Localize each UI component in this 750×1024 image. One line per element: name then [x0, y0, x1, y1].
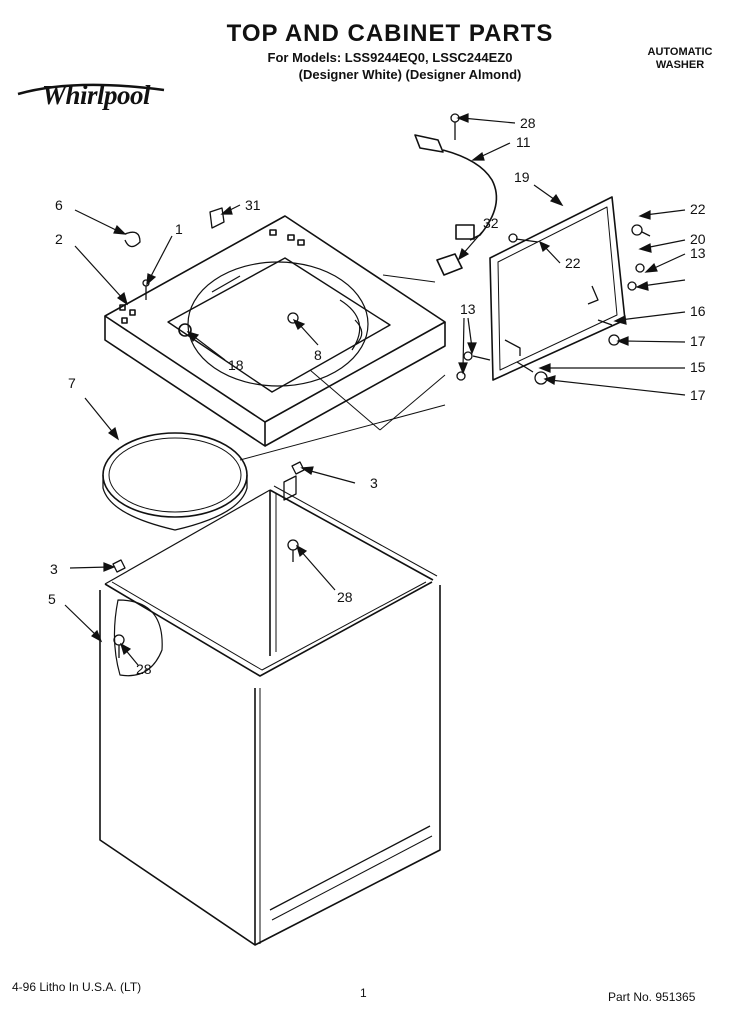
- callout-5: 5: [48, 591, 56, 607]
- callout-28-mid: 28: [337, 589, 353, 605]
- callout-1: 1: [175, 221, 183, 237]
- callout-28-cab: 28: [136, 661, 152, 677]
- lid-switch-harness: [414, 134, 498, 241]
- product-type-line1: AUTOMATIC: [647, 46, 713, 58]
- callout-31: 31: [245, 197, 261, 213]
- page-title: TOP AND CABINET PARTS: [226, 20, 554, 47]
- washer-top-panel: [104, 215, 446, 447]
- tub-ring: [102, 432, 248, 531]
- callout-8: 8: [314, 347, 322, 363]
- callout-22-right: 22: [690, 201, 706, 217]
- callout-3-right: 3: [370, 475, 378, 491]
- callout-2: 2: [55, 231, 63, 247]
- page-number: 1: [360, 986, 367, 1000]
- product-type-line2: WASHER: [655, 59, 705, 71]
- callout-22-inner: 22: [565, 255, 581, 271]
- litho-footer: 4-96 Litho In U.S.A. (LT): [12, 980, 142, 994]
- cabinet-frame: [104, 485, 438, 677]
- lid-frame: [489, 196, 626, 381]
- callout-19: 19: [514, 169, 530, 185]
- variants-line: (Designer White) (Designer Almond): [298, 67, 522, 82]
- callout-13-right: 13: [690, 245, 706, 261]
- callout-15: 15: [690, 359, 706, 375]
- callout-17-a: 17: [690, 333, 706, 349]
- small-parts: [112, 113, 651, 658]
- callout-16: 16: [690, 303, 706, 319]
- callout-17-b: 17: [690, 387, 706, 403]
- bracket-32: [436, 253, 463, 276]
- callout-7: 7: [68, 375, 76, 391]
- callout-13-left: 13: [460, 301, 476, 317]
- callout-18: 18: [228, 357, 244, 373]
- callout-6: 6: [55, 197, 63, 213]
- leader-lines: [64, 113, 686, 666]
- callout-11: 11: [516, 134, 531, 150]
- callout-20: 20: [690, 231, 706, 247]
- callout-3-left: 3: [50, 561, 58, 577]
- part-number: Part No. 951365: [608, 990, 696, 1004]
- whirlpool-logo-swoosh-icon: [17, 83, 165, 96]
- callout-28-top: 28: [520, 115, 536, 131]
- models-line: For Models: LSS9244EQ0, LSSC244EZ0: [267, 50, 513, 65]
- whirlpool-logo: Whirlpool: [42, 80, 151, 110]
- callout-32: 32: [483, 215, 499, 231]
